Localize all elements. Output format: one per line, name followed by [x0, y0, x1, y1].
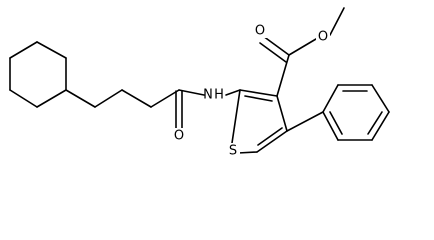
thiophene-sulfur-label: S: [229, 144, 237, 159]
propanoyl-chain: [65, 89, 180, 108]
cyclohexyl-ring: [9, 41, 67, 108]
amide-nitrogen-label: N: [203, 88, 213, 103]
ester-ether-oxygen-label: O: [318, 30, 328, 45]
ester-carbonyl-oxygen-label: O: [255, 24, 265, 39]
amide-carbonyl-oxygen-label: O: [174, 129, 184, 144]
methyl-ester: [259, 7, 345, 97]
thiophene-ring: [231, 89, 288, 154]
atom-labels: O O N H O S: [172, 23, 330, 159]
amide-hydrogen-label: H: [214, 88, 224, 103]
chemical-structure: O O N H O S: [9, 7, 390, 159]
amide-carbonyl-bond: [175, 90, 183, 129]
amide-linkage: [178, 89, 241, 96]
phenyl-ring: [286, 84, 390, 141]
